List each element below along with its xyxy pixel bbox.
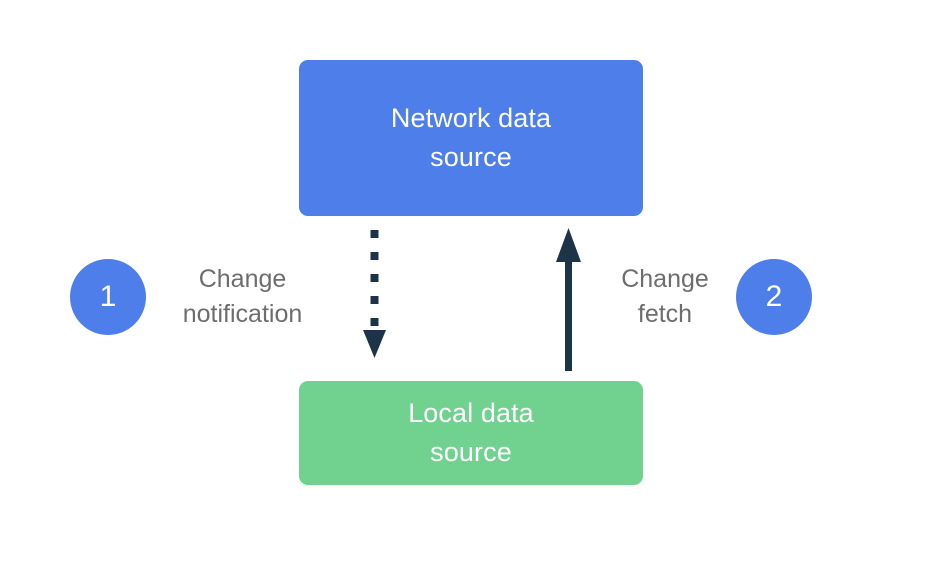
step-badge-1: 1	[70, 259, 146, 335]
edge-label-change-notification: Change notification	[182, 265, 303, 328]
node-network-data-source-label: Network data source	[390, 103, 552, 172]
node-network-data-source: Network data source	[299, 60, 643, 216]
arrow-up-solid-icon	[556, 228, 581, 371]
step-badge-1-number: 1	[99, 280, 117, 313]
step-badge-2: 2	[736, 259, 812, 335]
step-badge-2-number: 2	[765, 280, 783, 313]
node-local-data-source-label: Local data source	[408, 398, 534, 467]
arrow-down-dotted-icon	[363, 230, 386, 358]
node-local-data-source: Local data source	[299, 381, 643, 485]
edge-label-change-fetch: Change fetch	[621, 265, 709, 328]
